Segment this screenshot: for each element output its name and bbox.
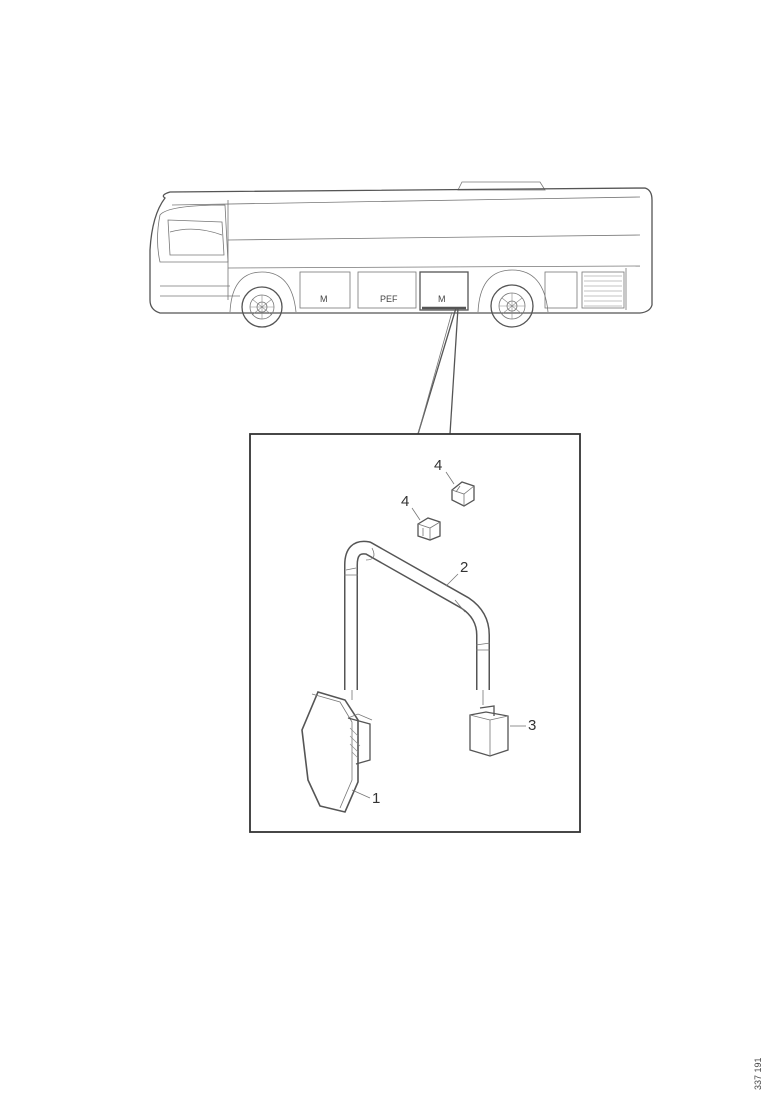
- hose-part: [344, 540, 491, 705]
- rear-wheel: [490, 284, 534, 328]
- connector-part: [469, 705, 509, 757]
- front-wheel: [241, 286, 283, 328]
- compartment-label: M: [320, 294, 328, 304]
- detail-leader-lines: [417, 307, 459, 435]
- battery-part: [301, 691, 373, 813]
- detail-frame: [249, 433, 581, 833]
- bus-illustration: M PEF M: [149, 181, 653, 328]
- clip-part: [451, 481, 475, 507]
- compartment-label: M: [438, 294, 446, 304]
- clip-part: [417, 517, 441, 541]
- reference-code: 337 191: [753, 1057, 763, 1090]
- battery-compartment: [419, 271, 469, 311]
- compartment-label: PEF: [380, 294, 398, 304]
- callout-1: 1: [372, 790, 380, 807]
- callout-2: 2: [460, 559, 468, 576]
- rear-grille: [581, 271, 625, 309]
- callout-4-upper: 4: [434, 457, 442, 474]
- callout-4-lower: 4: [401, 493, 409, 510]
- callout-3: 3: [528, 717, 536, 734]
- callout-labels: 4 4 2 3 1: [351, 457, 536, 807]
